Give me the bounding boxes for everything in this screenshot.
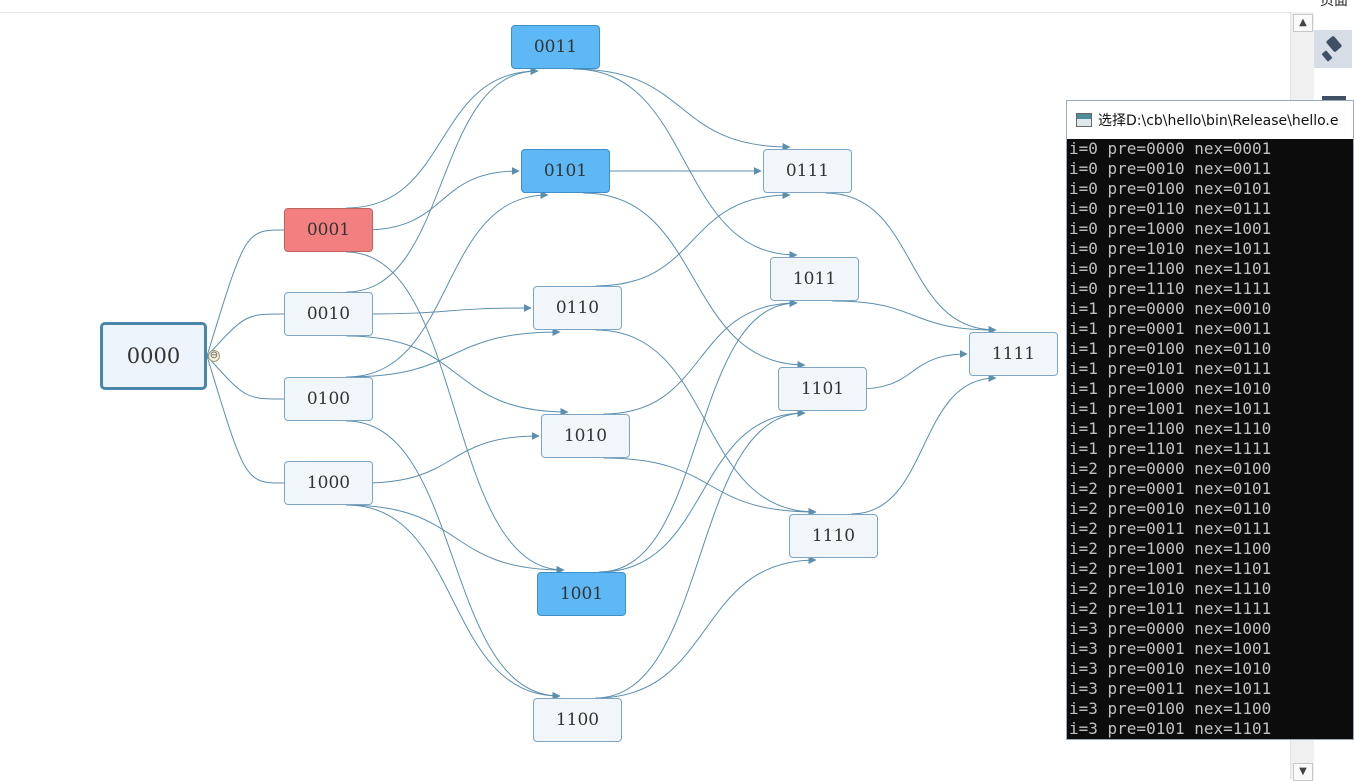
console-line: i=1 pre=1001 nex=1011	[1069, 399, 1272, 418]
edge-layer	[206, 67, 997, 700]
edge-arrow	[599, 409, 806, 573]
console-title-text: 选择D:\cb\hello\bin\Release\hello.e	[1098, 113, 1339, 129]
edge-arrow	[603, 299, 798, 415]
node-0011[interactable]: 0011	[511, 25, 600, 69]
collapse-toggle-icon[interactable]: ⊖	[208, 350, 220, 362]
edge-arrow	[346, 67, 539, 209]
edge-arrow	[595, 329, 817, 516]
console-line: i=2 pre=0001 nex=0101	[1069, 479, 1272, 498]
node-0010[interactable]: 0010	[284, 292, 373, 336]
panel-heading: 页面	[1320, 0, 1348, 9]
top-divider	[0, 12, 1290, 13]
edge-arrow	[346, 191, 549, 378]
edge-arrow	[346, 504, 561, 700]
edge-line	[206, 355, 285, 484]
console-line: i=3 pre=0001 nex=1001	[1069, 639, 1272, 658]
edge-arrow	[595, 191, 791, 287]
console-window[interactable]: 选择D:\cb\hello\bin\Release\hello.e i=0 pr…	[1066, 100, 1354, 740]
console-line: i=1 pre=1101 nex=1111	[1069, 439, 1272, 458]
console-line: i=0 pre=0100 nex=0101	[1069, 179, 1272, 198]
edge-line	[206, 355, 285, 400]
edge-arrow	[346, 251, 565, 574]
console-line: i=1 pre=0000 nex=0010	[1069, 299, 1272, 318]
edge-arrow	[599, 299, 798, 573]
console-line: i=1 pre=0101 nex=0111	[1069, 359, 1272, 378]
console-line: i=1 pre=0100 nex=0110	[1069, 339, 1272, 358]
edge-line	[206, 313, 285, 357]
console-line: i=1 pre=0001 nex=0011	[1069, 319, 1272, 338]
edge-arrow	[583, 192, 806, 369]
edge-arrow	[346, 504, 565, 574]
console-line: i=0 pre=0110 nex=0111	[1069, 199, 1272, 218]
console-line: i=2 pre=0000 nex=0100	[1069, 459, 1272, 478]
edge-arrow	[364, 432, 540, 484]
console-app-icon	[1076, 113, 1092, 127]
edge-arrow	[825, 192, 997, 334]
node-0001[interactable]: 0001	[284, 208, 373, 252]
node-0110[interactable]: 0110	[533, 286, 622, 330]
console-line: i=3 pre=0010 nex=1010	[1069, 659, 1272, 678]
console-line: i=0 pre=1000 nex=1001	[1069, 219, 1272, 238]
edge-arrow	[603, 457, 817, 516]
console-line: i=2 pre=0011 nex=0111	[1069, 519, 1272, 538]
edge-arrow	[346, 328, 561, 378]
console-line: i=0 pre=0010 nex=0011	[1069, 159, 1272, 178]
node-0101[interactable]: 0101	[521, 149, 610, 193]
edge-arrow	[858, 350, 968, 390]
node-0000[interactable]: 0000	[100, 322, 207, 390]
console-line: i=0 pre=1110 nex=1111	[1069, 279, 1272, 298]
console-line: i=2 pre=1011 nex=1111	[1069, 599, 1272, 618]
edge-arrow	[346, 335, 569, 416]
edge-arrow	[346, 420, 561, 700]
node-1010[interactable]: 1010	[541, 414, 630, 458]
console-line: i=3 pre=0000 nex=1000	[1069, 619, 1272, 638]
console-line: i=0 pre=1010 nex=1011	[1069, 239, 1272, 258]
edge-arrow	[851, 374, 997, 515]
paint-brush-icon[interactable]	[1314, 30, 1352, 68]
node-1000[interactable]: 1000	[284, 461, 373, 505]
console-line: i=2 pre=0010 nex=0110	[1069, 499, 1272, 518]
node-0100[interactable]: 0100	[284, 377, 373, 421]
console-line: i=2 pre=1010 nex=1110	[1069, 579, 1272, 598]
console-line: i=0 pre=0000 nex=0001	[1069, 139, 1272, 158]
edge-arrow	[364, 167, 520, 231]
node-1110[interactable]: 1110	[789, 514, 878, 558]
edge-arrow	[346, 67, 539, 293]
node-1001[interactable]: 1001	[537, 572, 626, 616]
node-1111[interactable]: 1111	[969, 332, 1058, 376]
console-line: i=2 pre=1000 nex=1100	[1069, 539, 1272, 558]
node-1100[interactable]: 1100	[533, 698, 622, 742]
edge-arrow	[595, 409, 806, 699]
console-line: i=2 pre=1001 nex=1101	[1069, 559, 1272, 578]
console-line: i=3 pre=0101 nex=1101	[1069, 719, 1272, 738]
edge-line	[206, 229, 285, 357]
console-line: i=1 pre=1000 nex=1010	[1069, 379, 1272, 398]
console-line: i=0 pre=1100 nex=1101	[1069, 259, 1272, 278]
edge-arrow	[832, 300, 997, 334]
mindmap-canvas[interactable]: 0000 ⊖ 0001 0010 0100 1000 0011 0101 011…	[0, 0, 1290, 779]
console-titlebar[interactable]: 选择D:\cb\hello\bin\Release\hello.e	[1067, 101, 1353, 139]
edge-arrow	[364, 304, 532, 315]
edge-arrow	[573, 68, 791, 151]
node-1101[interactable]: 1101	[778, 367, 867, 411]
console-line: i=3 pre=0011 nex=1011	[1069, 679, 1272, 698]
scroll-up-icon[interactable]: ▲	[1293, 14, 1313, 32]
console-line: i=1 pre=1100 nex=1110	[1069, 419, 1272, 438]
console-line: i=3 pre=0100 nex=1100	[1069, 699, 1272, 718]
edge-arrow	[595, 556, 817, 699]
scroll-down-icon[interactable]: ▼	[1293, 763, 1313, 781]
node-1011[interactable]: 1011	[770, 257, 859, 301]
edge-arrow	[573, 68, 798, 259]
node-0111[interactable]: 0111	[763, 149, 852, 193]
panel-tool-icon[interactable]	[1322, 96, 1346, 100]
